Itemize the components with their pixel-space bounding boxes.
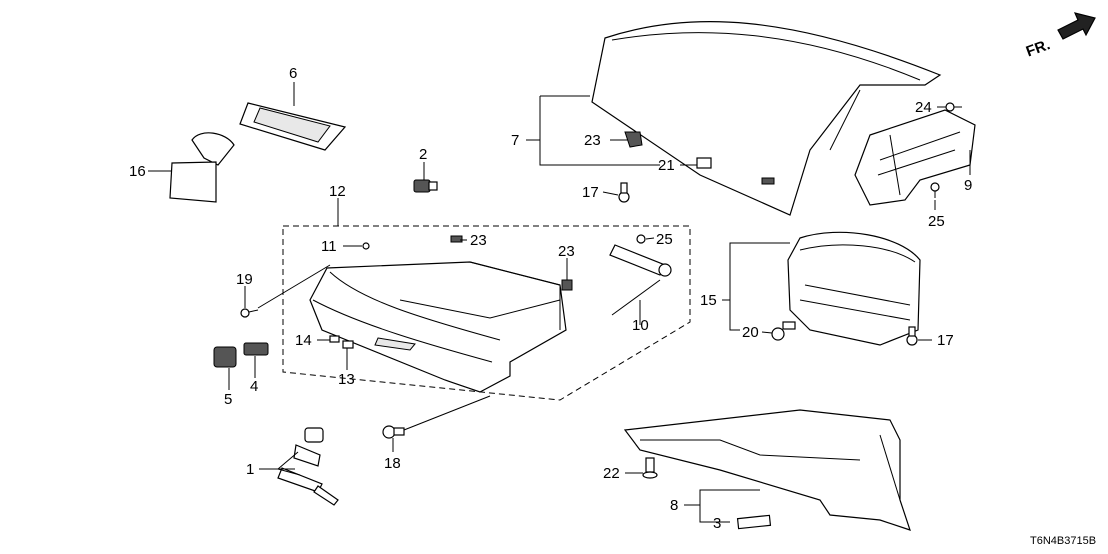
part-5-switch bbox=[213, 346, 237, 368]
part-4-switch bbox=[243, 342, 269, 356]
part-7-dash-cover bbox=[591, 20, 942, 216]
label-part-17-upper: 17 bbox=[582, 184, 599, 201]
part-11-screw bbox=[362, 242, 370, 250]
label-part-13: 13 bbox=[338, 371, 355, 388]
part-23-clip-right bbox=[561, 279, 573, 291]
part-2-clip bbox=[413, 179, 438, 193]
part-13-pad bbox=[342, 340, 354, 349]
label-part-6: 6 bbox=[289, 65, 297, 82]
label-part-5: 5 bbox=[224, 391, 232, 408]
label-part-25-upper: 25 bbox=[928, 213, 945, 230]
label-part-22: 22 bbox=[603, 465, 620, 482]
label-part-11: 11 bbox=[321, 238, 337, 255]
part-18-bolt bbox=[382, 425, 405, 439]
front-direction-marker: FR. bbox=[1024, 12, 1096, 60]
part-8-lower-cover bbox=[623, 409, 911, 531]
label-part-3: 3 bbox=[713, 515, 721, 532]
label-part-1: 1 bbox=[246, 461, 254, 478]
part-20-bolt bbox=[771, 321, 796, 341]
part-23-clip-upper bbox=[624, 131, 643, 148]
part-9-bracket bbox=[854, 109, 976, 206]
label-part-20: 20 bbox=[742, 324, 759, 341]
label-part-2: 2 bbox=[419, 146, 427, 163]
label-part-16: 16 bbox=[129, 163, 146, 180]
label-part-15: 15 bbox=[700, 292, 717, 309]
diagram-code: T6N4B3715B bbox=[1030, 535, 1096, 547]
label-part-10: 10 bbox=[632, 317, 649, 334]
part-22-bolt bbox=[642, 457, 658, 479]
label-part-24: 24 bbox=[915, 99, 932, 116]
label-part-12: 12 bbox=[329, 183, 346, 200]
part-17-bolt-upper bbox=[618, 182, 630, 203]
part-25-screw-mid bbox=[636, 234, 646, 244]
label-part-23-upper: 23 bbox=[584, 132, 601, 149]
part-10-damper bbox=[609, 244, 672, 316]
part-15-airbag bbox=[787, 231, 921, 346]
part-3-label bbox=[736, 514, 772, 530]
label-part-23-right: 23 bbox=[558, 243, 575, 260]
label-part-7: 7 bbox=[511, 132, 519, 149]
part-17-bolt-lower bbox=[906, 326, 918, 346]
part-24-screw bbox=[945, 102, 962, 112]
part-21-clip bbox=[696, 157, 712, 169]
label-part-21: 21 bbox=[658, 157, 675, 174]
label-part-17-lower: 17 bbox=[937, 332, 954, 349]
part-14-pad bbox=[329, 335, 340, 343]
label-part-9: 9 bbox=[964, 177, 972, 194]
label-part-14: 14 bbox=[295, 332, 312, 349]
label-part-4: 4 bbox=[250, 378, 258, 395]
part-6-pad bbox=[239, 102, 347, 151]
part-25-screw-upper bbox=[930, 182, 940, 198]
part-1-lock-keys bbox=[277, 427, 339, 506]
label-part-8: 8 bbox=[670, 497, 678, 514]
label-part-18: 18 bbox=[384, 455, 401, 472]
part-23-clip-mid bbox=[450, 235, 463, 243]
front-direction-text: FR. bbox=[1024, 36, 1053, 60]
part-12-glovebox bbox=[309, 261, 567, 393]
part-19-screw bbox=[240, 308, 259, 318]
label-part-23-mid: 23 bbox=[470, 232, 487, 249]
part-16-label bbox=[169, 132, 235, 203]
label-part-25-mid: 25 bbox=[656, 231, 673, 248]
leader-lines bbox=[148, 82, 971, 523]
label-part-19: 19 bbox=[236, 271, 253, 288]
